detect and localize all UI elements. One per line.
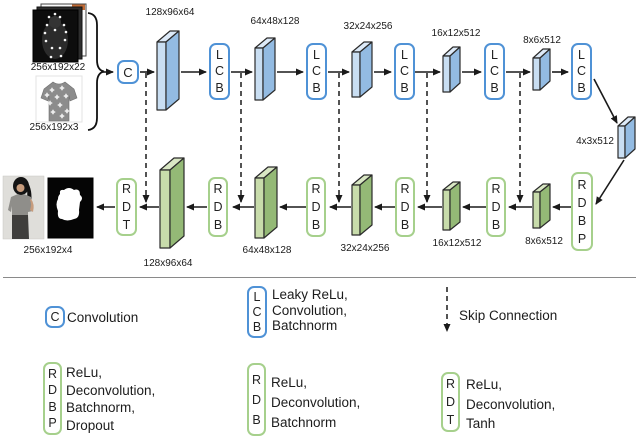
decoder-map-label-4: 64x48x128 [242, 245, 292, 256]
legend-lcb-block: L C B [247, 286, 267, 338]
encoder-slab-128x96x64 [156, 30, 180, 111]
bottleneck-slab-4x3x512 [617, 116, 636, 159]
legend-c-desc: Convolution [67, 310, 139, 325]
decoder-block-rdt: R D T [116, 178, 137, 236]
legend-rdt-block: R D T [441, 372, 460, 432]
legend-c-block: C [45, 306, 65, 328]
decoder-slab-8x6x512 [532, 183, 551, 229]
input-pose-label: 256x192x22 [30, 62, 86, 73]
decoder-map-label-2: 16x12x512 [432, 238, 482, 249]
encoder-map-label-4: 16x12x512 [431, 28, 481, 39]
encoder-block-lcb-4: L C B [484, 43, 505, 100]
legend-rdt-desc: ReLu, Deconvolution, Tanh [466, 377, 556, 431]
legend-rdb-block: R D B [247, 363, 266, 436]
input-brace [87, 12, 105, 131]
encoder-block-lcb-3: L C B [394, 43, 415, 100]
decoder-slab-16x12x512 [442, 181, 461, 231]
encoder-slab-16x12x512 [442, 46, 461, 93]
legend-separator [3, 277, 636, 278]
encoder-block-lcb-1: L C B [209, 43, 230, 100]
encoder-map-label-1: 128x96x64 [145, 7, 195, 18]
pose-keypoints [43, 12, 68, 59]
arrow-to-bottleneck [593, 78, 618, 124]
legend-lcb-desc: Leaky ReLu, Convolution, Batchnorm [272, 287, 348, 333]
legend-rdb-desc: ReLu, Deconvolution, Batchnorm [271, 375, 361, 430]
encoder-map-label-2: 64x48x128 [250, 16, 300, 27]
decoder-block-rdb-3: R D B [306, 177, 326, 237]
decoder-map-label-1: 8x6x512 [525, 236, 563, 247]
decoder-slab-32x24x256 [351, 174, 373, 236]
decoder-block-rdb-4: R D B [208, 177, 228, 237]
pose-map-stack-image [32, 3, 87, 63]
encoder-map-label-5: 8x6x512 [523, 35, 561, 46]
cloth-image [35, 75, 83, 123]
result-photo-image [2, 175, 45, 240]
decoder-map-label-3: 32x24x256 [340, 243, 390, 254]
encoder-map-label-3: 32x24x256 [343, 21, 393, 32]
decoder-map-label-5: 128x96x64 [143, 258, 193, 269]
input-cloth-label: 256x192x3 [29, 122, 79, 133]
legend-rdbp-block: R D B P [43, 362, 62, 435]
decoder-slab-128x96x64 [159, 157, 185, 249]
output-label: 256x192x4 [23, 245, 73, 256]
encoder-block-lcb-5: L C B [571, 43, 592, 100]
decoder-slab-64x48x128 [254, 166, 278, 239]
arrow-from-bottleneck [595, 159, 625, 205]
encoder-block-lcb-2: L C B [306, 43, 327, 100]
bottleneck-label: 4x3x512 [576, 136, 614, 147]
decoder-block-rdb-1: R D B [486, 177, 506, 237]
encoder-slab-8x6x512 [532, 48, 551, 91]
legend-rdbp-desc: ReLu, Deconvolution, Batchnorm, Dropout [66, 365, 156, 433]
result-mask-image [47, 177, 94, 239]
legend-skip-desc: Skip Connection [459, 308, 558, 323]
conv-block-c: C [117, 60, 139, 84]
decoder-block-rdbp: R D B P [571, 172, 593, 251]
decoder-block-rdb-2: R D B [395, 177, 415, 237]
encoder-slab-32x24x256 [351, 41, 373, 98]
encoder-slab-64x48x128 [254, 37, 276, 101]
